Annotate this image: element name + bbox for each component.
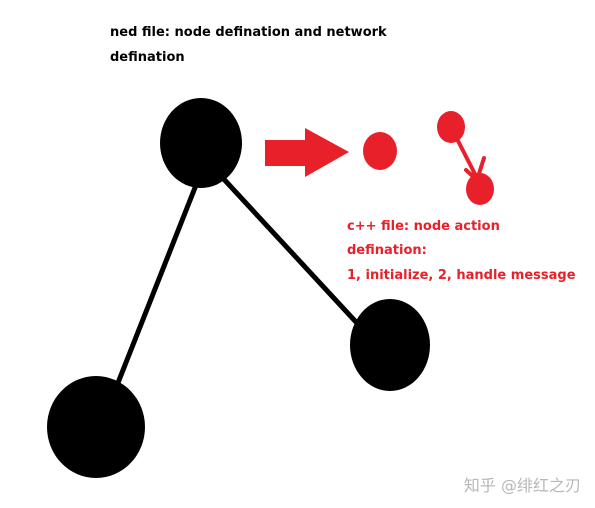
red-arrow-right [265,128,349,177]
node-top [160,98,242,188]
red-node [363,132,397,170]
node-right [350,299,430,391]
cpp-note-line-1: c++ file: node action [347,219,500,234]
red-node-sender [437,111,465,143]
watermark: 知乎 @绯红之刃 [463,476,581,495]
red-message-arrow-shaft [453,134,478,177]
red-node-receiver [466,173,494,205]
cpp-note-line-2: defination: [347,243,427,258]
ned-note-line-2: defination [110,50,185,65]
link-top-to-right [218,173,370,337]
cpp-note-line-3: 1, initialize, 2, handle message [347,268,576,283]
ned-note-line-1: ned file: node defination and network [110,25,387,40]
link-top-to-bottom-left [109,174,203,399]
red-message-arrow-head [464,156,486,182]
node-bottom-left [47,376,145,478]
